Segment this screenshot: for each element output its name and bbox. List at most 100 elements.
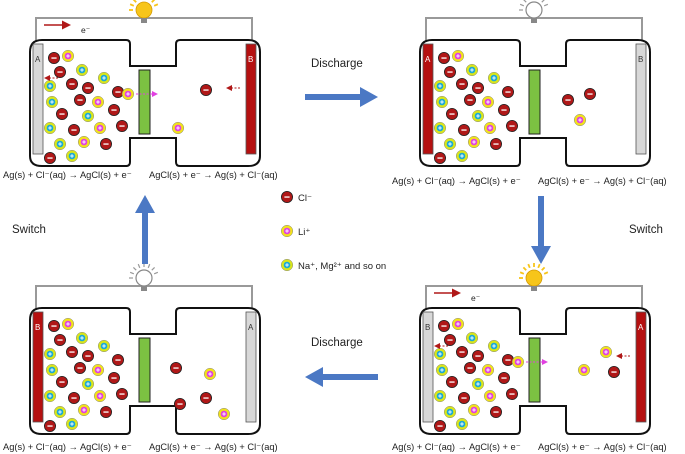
na-ion <box>75 331 89 345</box>
li-ion <box>483 121 497 135</box>
li-ion <box>577 363 591 377</box>
switch-arrow-right <box>531 196 551 264</box>
electrode-right <box>245 43 257 155</box>
cl-ion <box>489 137 503 151</box>
cl-ion <box>65 77 79 91</box>
li-ion <box>93 389 107 403</box>
cl-ion <box>437 319 451 333</box>
na-ion <box>455 149 469 163</box>
na-ion <box>43 121 57 135</box>
li-ion <box>61 317 75 331</box>
cl-ion <box>115 119 129 133</box>
cl-ion <box>55 375 69 389</box>
cl-ion <box>111 353 125 367</box>
cl-ion <box>107 103 121 117</box>
membrane <box>138 69 151 135</box>
cl-ion <box>457 123 471 137</box>
electrode-left <box>422 311 434 423</box>
electron-label: e⁻ <box>471 293 481 303</box>
switch-arrow-left <box>135 195 155 264</box>
cl-ion <box>199 83 213 97</box>
li-ion <box>93 121 107 135</box>
cl-ion <box>53 65 67 79</box>
electrode-left-label: B <box>35 323 40 332</box>
na-ion <box>487 71 501 85</box>
cl-ion <box>43 419 57 433</box>
cl-ion <box>73 361 87 375</box>
cl-ion <box>433 151 447 165</box>
cl-ion <box>99 137 113 151</box>
cl-ion <box>443 333 457 347</box>
li-ion <box>91 95 105 109</box>
li-ion <box>171 121 185 135</box>
na-ion <box>65 417 79 431</box>
lightbulb-off-icon <box>129 263 159 291</box>
na-ion <box>43 79 57 93</box>
na-ion <box>53 405 67 419</box>
cl-ion <box>81 81 95 95</box>
legend-lithium-label: Li⁺ <box>298 227 310 238</box>
li-ion <box>599 345 613 359</box>
lightbulb-on-icon <box>129 0 159 23</box>
cl-ion <box>471 81 485 95</box>
cl-ion <box>583 87 597 101</box>
electrode-left-label: A <box>425 55 431 64</box>
cl-ion <box>445 107 459 121</box>
equation-oxidation-p4: Ag(s) + Cl⁻(aq) → AgCl(s) + e⁻ <box>3 442 132 452</box>
na-ion <box>471 109 485 123</box>
cl-ion <box>443 65 457 79</box>
na-ion <box>471 377 485 391</box>
na-ion <box>65 149 79 163</box>
electrode-right <box>635 311 647 423</box>
lightbulb-off-icon <box>519 0 549 23</box>
cl-ion <box>65 345 79 359</box>
cl-ion <box>67 123 81 137</box>
li-ion <box>451 49 465 63</box>
li-ion <box>573 113 587 127</box>
na-ion <box>53 137 67 151</box>
electrode-left <box>32 43 44 155</box>
na-ion <box>435 363 449 377</box>
electrode-right-label: A <box>248 323 254 332</box>
cl-ion <box>199 391 213 405</box>
na-ion <box>45 363 59 377</box>
cl-ion <box>561 93 575 107</box>
cl-ion <box>497 103 511 117</box>
li-ion-migrating <box>511 355 525 369</box>
legend-sodium-label: Na⁺, Mg²⁺ and so on <box>298 261 386 272</box>
equation-oxidation-p2: Ag(s) + Cl⁻(aq) → AgCl(s) + e⁻ <box>392 176 521 186</box>
na-ion <box>443 137 457 151</box>
equation-reduction-p4: AgCl(s) + e⁻ → Ag(s) + Cl⁻(aq) <box>149 442 278 452</box>
li-ion <box>91 363 105 377</box>
li-ion <box>203 367 217 381</box>
equation-oxidation-p3: Ag(s) + Cl⁻(aq) → AgCl(s) + e⁻ <box>392 442 521 452</box>
na-ion <box>75 63 89 77</box>
cl-ion <box>455 77 469 91</box>
cl-ion <box>107 371 121 385</box>
na-ion <box>433 79 447 93</box>
cl-ion <box>67 391 81 405</box>
cl-ion <box>463 361 477 375</box>
cl-ion <box>99 405 113 419</box>
cl-ion <box>607 365 621 379</box>
discharge-label-top: Discharge <box>311 58 363 70</box>
cl-ion <box>505 119 519 133</box>
legend-chloride-icon <box>280 190 294 204</box>
discharge-arrow-bottom <box>305 367 378 387</box>
na-ion <box>97 339 111 353</box>
cl-ion <box>471 349 485 363</box>
cl-ion <box>55 107 69 121</box>
legend-chloride-label: Cl⁻ <box>298 193 312 204</box>
li-ion <box>481 363 495 377</box>
legend-sodium-icon <box>280 258 294 272</box>
na-ion <box>487 339 501 353</box>
cl-ion <box>463 93 477 107</box>
equation-reduction-p2: AgCl(s) + e⁻ → Ag(s) + Cl⁻(aq) <box>538 176 667 186</box>
lightbulb-on-icon <box>519 263 549 291</box>
electrode-right-label: A <box>638 323 644 332</box>
na-ion <box>433 347 447 361</box>
electrode-left <box>422 43 434 155</box>
